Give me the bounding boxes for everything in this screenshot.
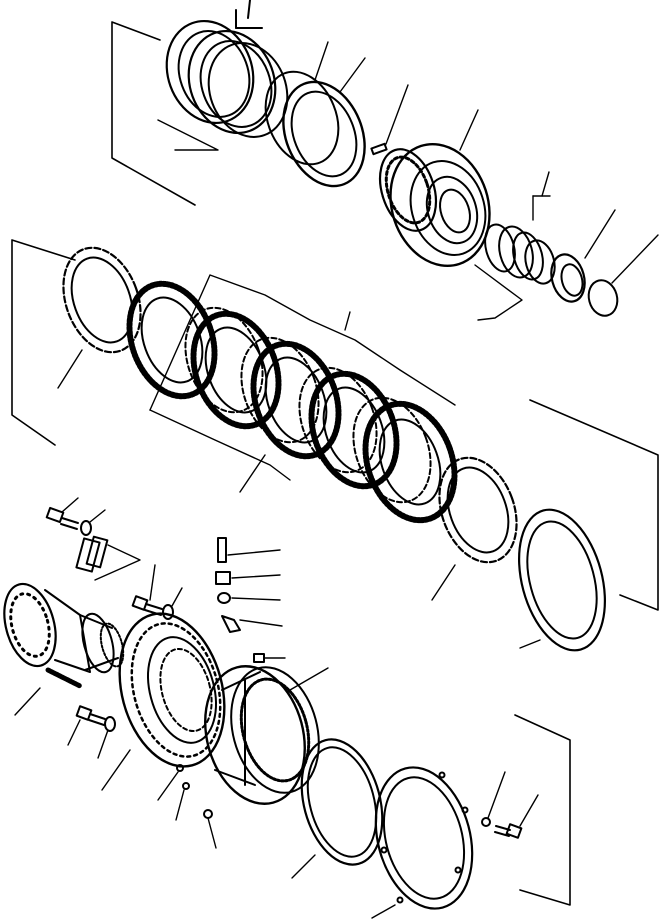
end-separator-plate	[431, 456, 518, 601]
nut	[215, 571, 281, 585]
o-ring-set	[474, 171, 556, 321]
bolt-bottom-right	[481, 771, 539, 839]
stack-bracket	[149, 274, 456, 411]
output-shaft	[3, 582, 125, 674]
washer-lower	[97, 716, 116, 759]
cover-plate	[371, 766, 474, 919]
dowels	[157, 764, 217, 849]
friction-disc-2	[184, 306, 282, 430]
friction-disc-3	[240, 336, 342, 460]
seal-ring-set	[165, 0, 289, 138]
thrust-washer	[518, 508, 606, 652]
plug	[217, 592, 281, 604]
friction-disc-4	[298, 366, 400, 490]
lower-group-bracket	[514, 714, 571, 906]
bolt-lower	[67, 705, 106, 746]
ring-gear	[204, 665, 329, 805]
bearing-race	[264, 41, 366, 188]
middle-group-bracket	[11, 239, 76, 446]
seal-ring-leader	[157, 119, 219, 151]
friction-disc-5	[352, 396, 458, 524]
plug-small	[253, 653, 286, 663]
pin	[217, 537, 281, 563]
bushing	[550, 209, 616, 303]
o-ring	[587, 234, 659, 317]
bracket	[75, 535, 141, 581]
stack-leader	[149, 409, 291, 481]
upper-group-bracket	[111, 21, 196, 206]
separator-plate	[57, 246, 142, 389]
washer-upper	[80, 509, 106, 536]
dowel-pin	[370, 84, 409, 156]
clutch-hub	[378, 109, 491, 268]
bolt-middle	[131, 564, 163, 616]
right-group-bracket	[529, 399, 659, 611]
group-lines	[11, 21, 659, 906]
snap-ring	[291, 738, 384, 879]
fitting	[221, 615, 283, 633]
bolt-upper	[45, 497, 79, 530]
bearing-carrier	[101, 612, 226, 791]
stud	[14, 667, 83, 716]
friction-disc-stack	[126, 274, 458, 524]
washer-middle	[162, 587, 183, 620]
